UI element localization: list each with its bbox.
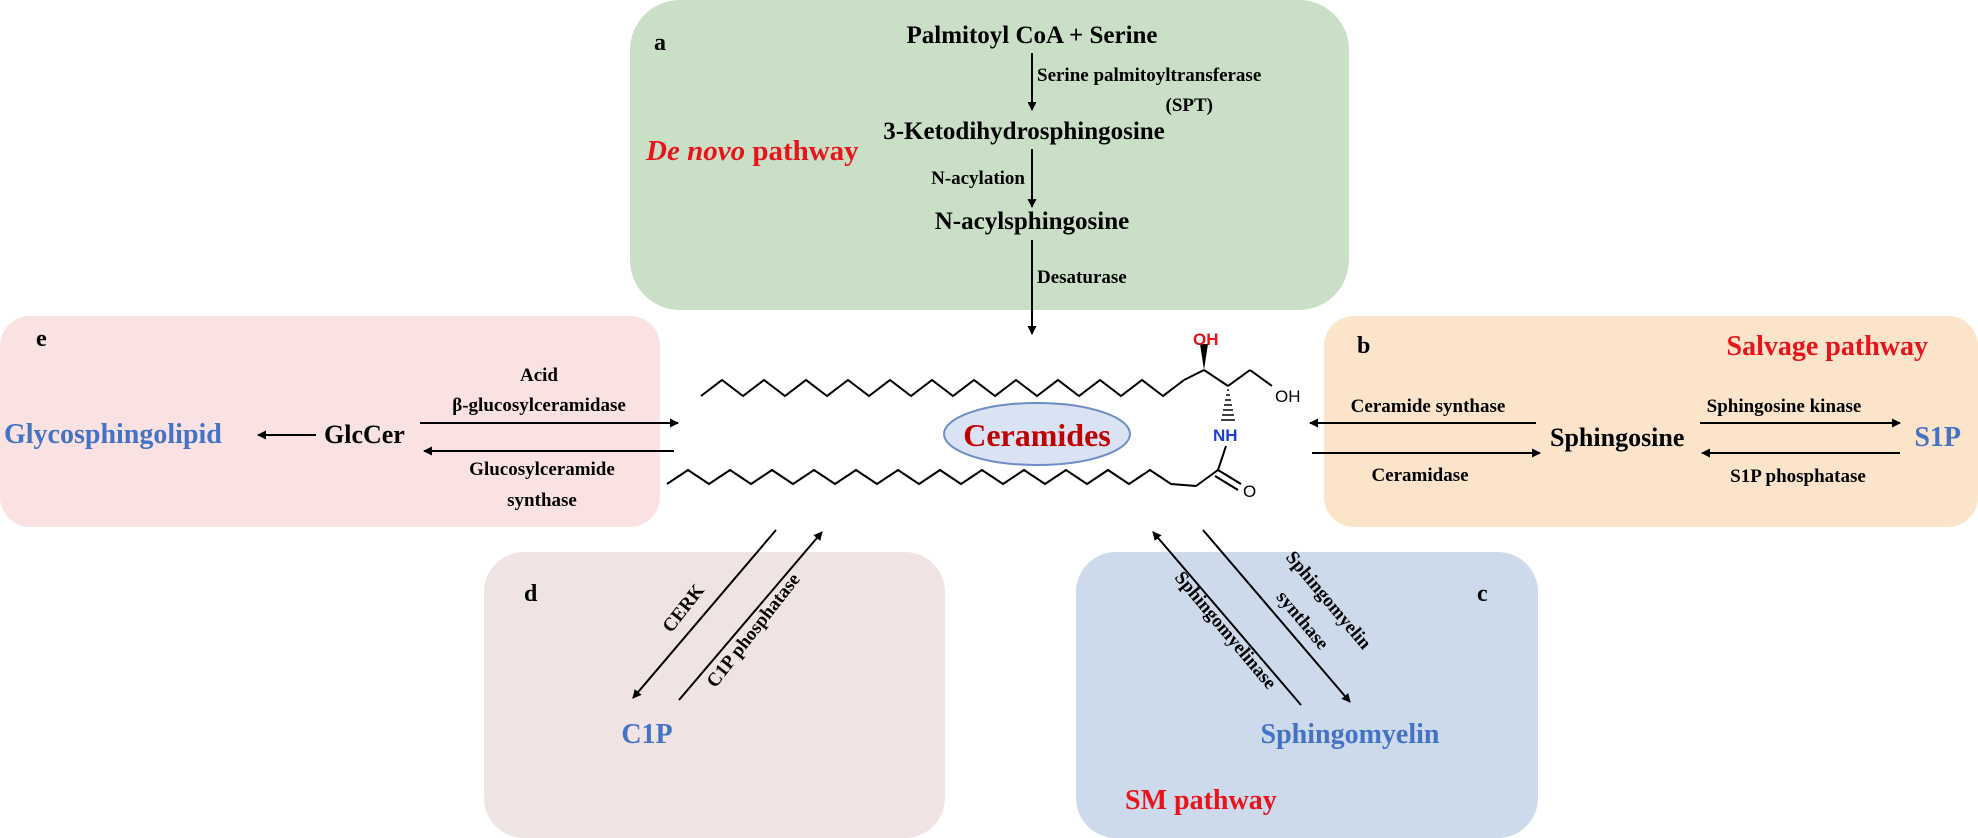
ceramide-structure: OH OH NH O [666,330,1301,501]
c1p-label: C1P [621,719,672,750]
arrow-sphingomyelinase [1152,531,1302,706]
sphingomyelin-label: Sphingomyelin [1261,719,1440,750]
c2-bond [1203,369,1229,387]
desaturase-label: Desaturase [1037,267,1127,288]
acid-label: Acid [520,365,558,386]
arrow-sphingomyelin-synthase [1202,529,1351,703]
de-novo-italic: De novo [645,135,745,167]
spt-enzyme-abbrev: (SPT) [1166,95,1214,116]
carbonyl-bond-2 [1214,475,1239,491]
s1p-label: S1P [1914,422,1961,453]
panel-b-letter: b [1357,333,1370,359]
sm-pathway-title: SM pathway [1125,785,1277,816]
sphingosine-kinase-label: Sphingosine kinase [1707,396,1862,417]
glccer-label: GlcCer [324,420,405,449]
arrow-cerk [632,529,777,699]
panel-e-letter: e [36,326,47,352]
synthase-label-e: synthase [507,490,577,511]
spt-enzyme-label: Serine palmitoyltransferase [1037,65,1261,86]
fatty-acyl-chain [666,468,1197,487]
palmitoyl-coa-serine-node: Palmitoyl CoA + Serine [906,22,1157,49]
panel-b-background [1324,316,1978,527]
salvage-pathway-title: Salvage pathway [1727,331,1928,362]
sphingoid-chain [700,378,1185,398]
de-novo-pathway-title: De novo pathway [645,135,859,167]
hashed-bond-nh [1221,389,1235,421]
panel-e-background [0,316,660,527]
ceramidase-label: Ceramidase [1371,465,1468,486]
s1p-phosphatase-label: S1P phosphatase [1730,466,1866,487]
carbonyl-bond-1 [1217,469,1242,485]
glycosphingolipid-label: Glycosphingolipid [4,419,222,450]
ceramide-synthase-label: Ceramide synthase [1351,396,1506,417]
glucosylceramide-label: Glucosylceramide [469,459,615,480]
oh-top-label: OH [1193,330,1219,349]
panel-c-letter: c [1477,581,1488,607]
c4-bond [1249,369,1273,387]
wedge-bond-oh [1200,344,1208,370]
beta-glucosylceramidase-label: β-glucosylceramidase [452,395,626,416]
sphingosine-label: Sphingosine [1550,423,1684,452]
o-label: O [1243,482,1256,501]
panel-a-letter: a [654,30,666,56]
oh-right-label: OH [1275,387,1301,406]
c3-bond [1227,369,1251,387]
panel-d-background [484,552,945,838]
n-acylation-label: N-acylation [931,168,1025,189]
nh-label: NH [1213,426,1238,445]
n-acylsphingosine-node: N-acylsphingosine [935,208,1129,235]
panel-a-background [630,0,1349,310]
n-c-bond [1217,445,1227,471]
ceramides-ellipse [943,402,1131,466]
arrow-c1p-phosphatase [678,531,823,701]
panel-c-background [1076,552,1538,838]
panel-d-letter: d [524,581,538,607]
c1-bond [1183,369,1205,381]
de-novo-rest: pathway [745,135,859,167]
ceramides-label: Ceramides [963,417,1111,453]
ketodihydrosphingosine-node: 3-Ketodihydrosphingosine [883,118,1165,145]
amide-c-bond [1195,469,1219,487]
